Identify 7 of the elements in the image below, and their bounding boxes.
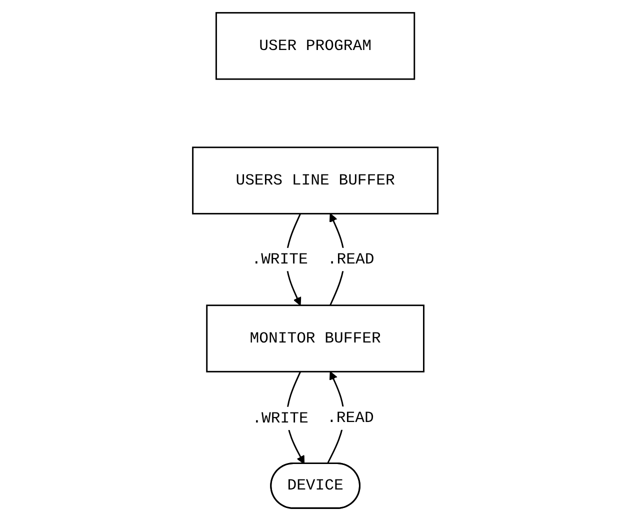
node-box: USERS LINE BUFFER [192,146,438,214]
edge-label: .WRITE [251,250,308,268]
node-box: MONITOR BUFFER [206,304,424,372]
node-box: USER PROGRAM [215,12,415,80]
edge-label: .READ [326,409,374,427]
edge-label: .WRITE [252,410,308,428]
edge-label: .READ [327,250,374,268]
